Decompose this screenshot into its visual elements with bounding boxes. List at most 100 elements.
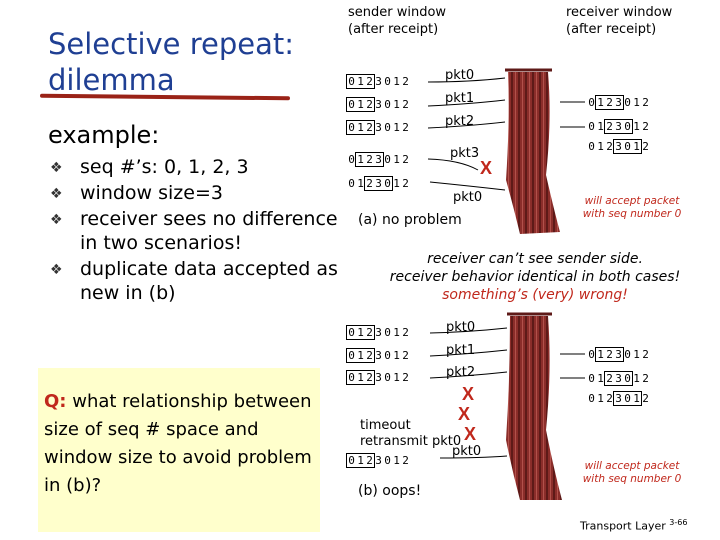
seq-number-in-window: 0 (624, 140, 631, 153)
seq-number: 3 (375, 371, 382, 384)
lost-packet-x-mark: X (480, 158, 493, 178)
scenario-a-note: will accept packet with seq number 0 (582, 195, 682, 220)
packet-arrow (429, 371, 508, 379)
seq-number-in-window: 3 (615, 348, 622, 361)
seq-number-in-window: 0 (348, 121, 355, 134)
question-label: Q: (44, 391, 67, 412)
example-label: example: (48, 121, 160, 149)
seq-number-in-window: 2 (366, 177, 373, 190)
bullet-item: ❖receiver sees no difference in two scen… (50, 207, 340, 255)
seq-number-in-window: 3 (615, 372, 622, 385)
packet-arrow (429, 181, 506, 191)
seq-number: 2 (642, 372, 649, 385)
seq-number-in-window: 3 (615, 140, 622, 153)
seq-number-in-window: 2 (366, 371, 373, 384)
packet-label: pkt0 (453, 190, 483, 205)
packet-label: pkt1 (446, 343, 476, 358)
seq-number-in-window: 2 (606, 348, 613, 361)
curtain-icon (506, 72, 560, 234)
question-body: what relationship between size of seq # … (44, 391, 312, 496)
seq-number-in-window: 0 (348, 454, 355, 467)
seq-number: 2 (642, 140, 649, 153)
packet-label: pkt2 (445, 114, 475, 129)
seq-number: 1 (393, 75, 400, 88)
seq-number: 2 (402, 177, 409, 190)
slide-footer: Transport Layer 3-66 (580, 518, 687, 533)
seq-number-in-window: 1 (633, 140, 640, 153)
packet-label: pkt0 (452, 444, 482, 459)
seq-number-in-window: 0 (348, 98, 355, 111)
seq-number: 2 (402, 349, 409, 362)
packet-label: pkt0 (446, 320, 476, 335)
seq-number-in-window: 1 (357, 153, 364, 166)
packet-arrow (427, 158, 479, 171)
seq-number: 0 (384, 153, 391, 166)
timeout-label: timeout (360, 418, 411, 433)
seq-number-in-window: 2 (606, 372, 613, 385)
seq-number: 2 (402, 454, 409, 467)
bullet-text: window size=3 (80, 182, 223, 204)
seq-number-in-window: 1 (633, 392, 640, 405)
bullet-text: receiver sees no difference in two scena… (80, 208, 338, 254)
receiver-window-header: receiver window (after receipt) (566, 5, 673, 37)
seq-number: 1 (633, 348, 640, 361)
seq-number-in-window: 1 (597, 96, 604, 109)
footer-text: Transport Layer (580, 519, 666, 533)
bullet-item: ❖seq #’s: 0, 1, 2, 3 (50, 155, 340, 179)
seq-number: 3 (375, 98, 382, 111)
seq-number: 2 (606, 392, 613, 405)
lost-ack-x-mark: X (458, 404, 471, 424)
seq-number: 2 (402, 98, 409, 111)
seq-number-in-window: 0 (348, 326, 355, 339)
seq-number: 3 (375, 454, 382, 467)
seq-number: 2 (402, 75, 409, 88)
bullet-item: ❖duplicate data accepted as new in (b) (50, 257, 340, 305)
seq-number-in-window: 1 (357, 454, 364, 467)
seq-number: 2 (642, 392, 649, 405)
seq-number: 1 (597, 120, 604, 133)
packet-label: pkt2 (446, 365, 476, 380)
seq-number: 2 (642, 96, 649, 109)
packet-label: pkt1 (445, 91, 475, 106)
seq-number-in-window: 2 (606, 96, 613, 109)
seq-number: 1 (393, 153, 400, 166)
scenario-b-note: will accept packet with seq number 0 (582, 460, 682, 485)
seq-number-in-window: 1 (357, 326, 364, 339)
packet-arrow (439, 455, 508, 459)
seq-number-in-window: 1 (357, 98, 364, 111)
seq-number-in-window: 3 (615, 392, 622, 405)
seq-number: 0 (588, 348, 595, 361)
seq-number: 0 (384, 349, 391, 362)
seq-number: 0 (588, 140, 595, 153)
seq-number: 0 (384, 326, 391, 339)
seq-number-in-window: 0 (348, 75, 355, 88)
seq-number: 0 (588, 120, 595, 133)
seq-number: 0 (588, 372, 595, 385)
retransmit-label: retransmit pkt0 (360, 434, 462, 449)
seq-number: 0 (588, 96, 595, 109)
seq-number: 0 (384, 454, 391, 467)
seq-number: 1 (393, 98, 400, 111)
seq-number-in-window: 3 (615, 96, 622, 109)
seq-number: 3 (375, 349, 382, 362)
